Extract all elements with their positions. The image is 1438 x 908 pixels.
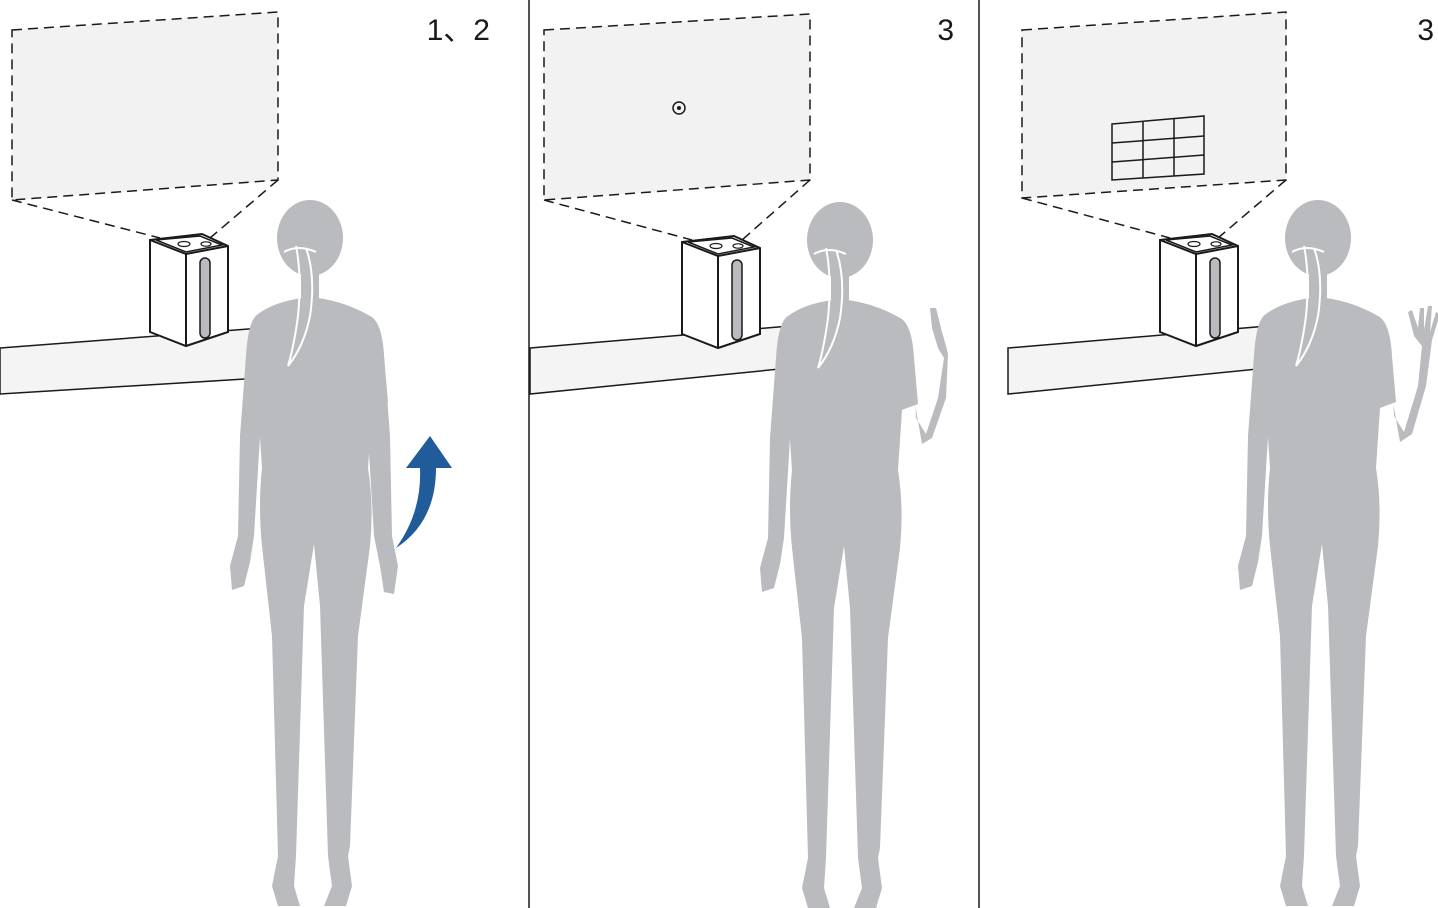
panel-step-1 — [0, 11, 452, 907]
projection-screen — [1021, 11, 1287, 199]
projector-icon — [149, 233, 229, 347]
grid-icon — [1111, 115, 1205, 181]
target-pointer-icon — [672, 101, 686, 115]
projection-ray — [11, 199, 161, 239]
projector-icon — [681, 235, 761, 349]
woman-silhouette — [229, 199, 398, 907]
projection-ray — [741, 179, 811, 241]
shelf — [0, 327, 263, 395]
projection-screen — [11, 11, 279, 201]
step-label-2: 3 — [937, 14, 954, 47]
step-label-1: 1、2 — [426, 14, 490, 47]
projection-ray — [209, 179, 279, 239]
panel-step-2 — [529, 13, 948, 908]
projection-ray — [1217, 179, 1287, 239]
shelf — [1007, 325, 1269, 395]
projector-icon — [1159, 233, 1239, 347]
projection-screen — [543, 13, 811, 201]
projection-ray — [543, 199, 693, 241]
projection-ray — [1021, 197, 1171, 239]
panel-step-3 — [1007, 11, 1438, 907]
woman-silhouette — [759, 201, 948, 908]
raise-arrow-icon — [396, 436, 452, 548]
woman-silhouette — [1237, 199, 1438, 907]
step-label-3: 3 — [1417, 14, 1434, 47]
